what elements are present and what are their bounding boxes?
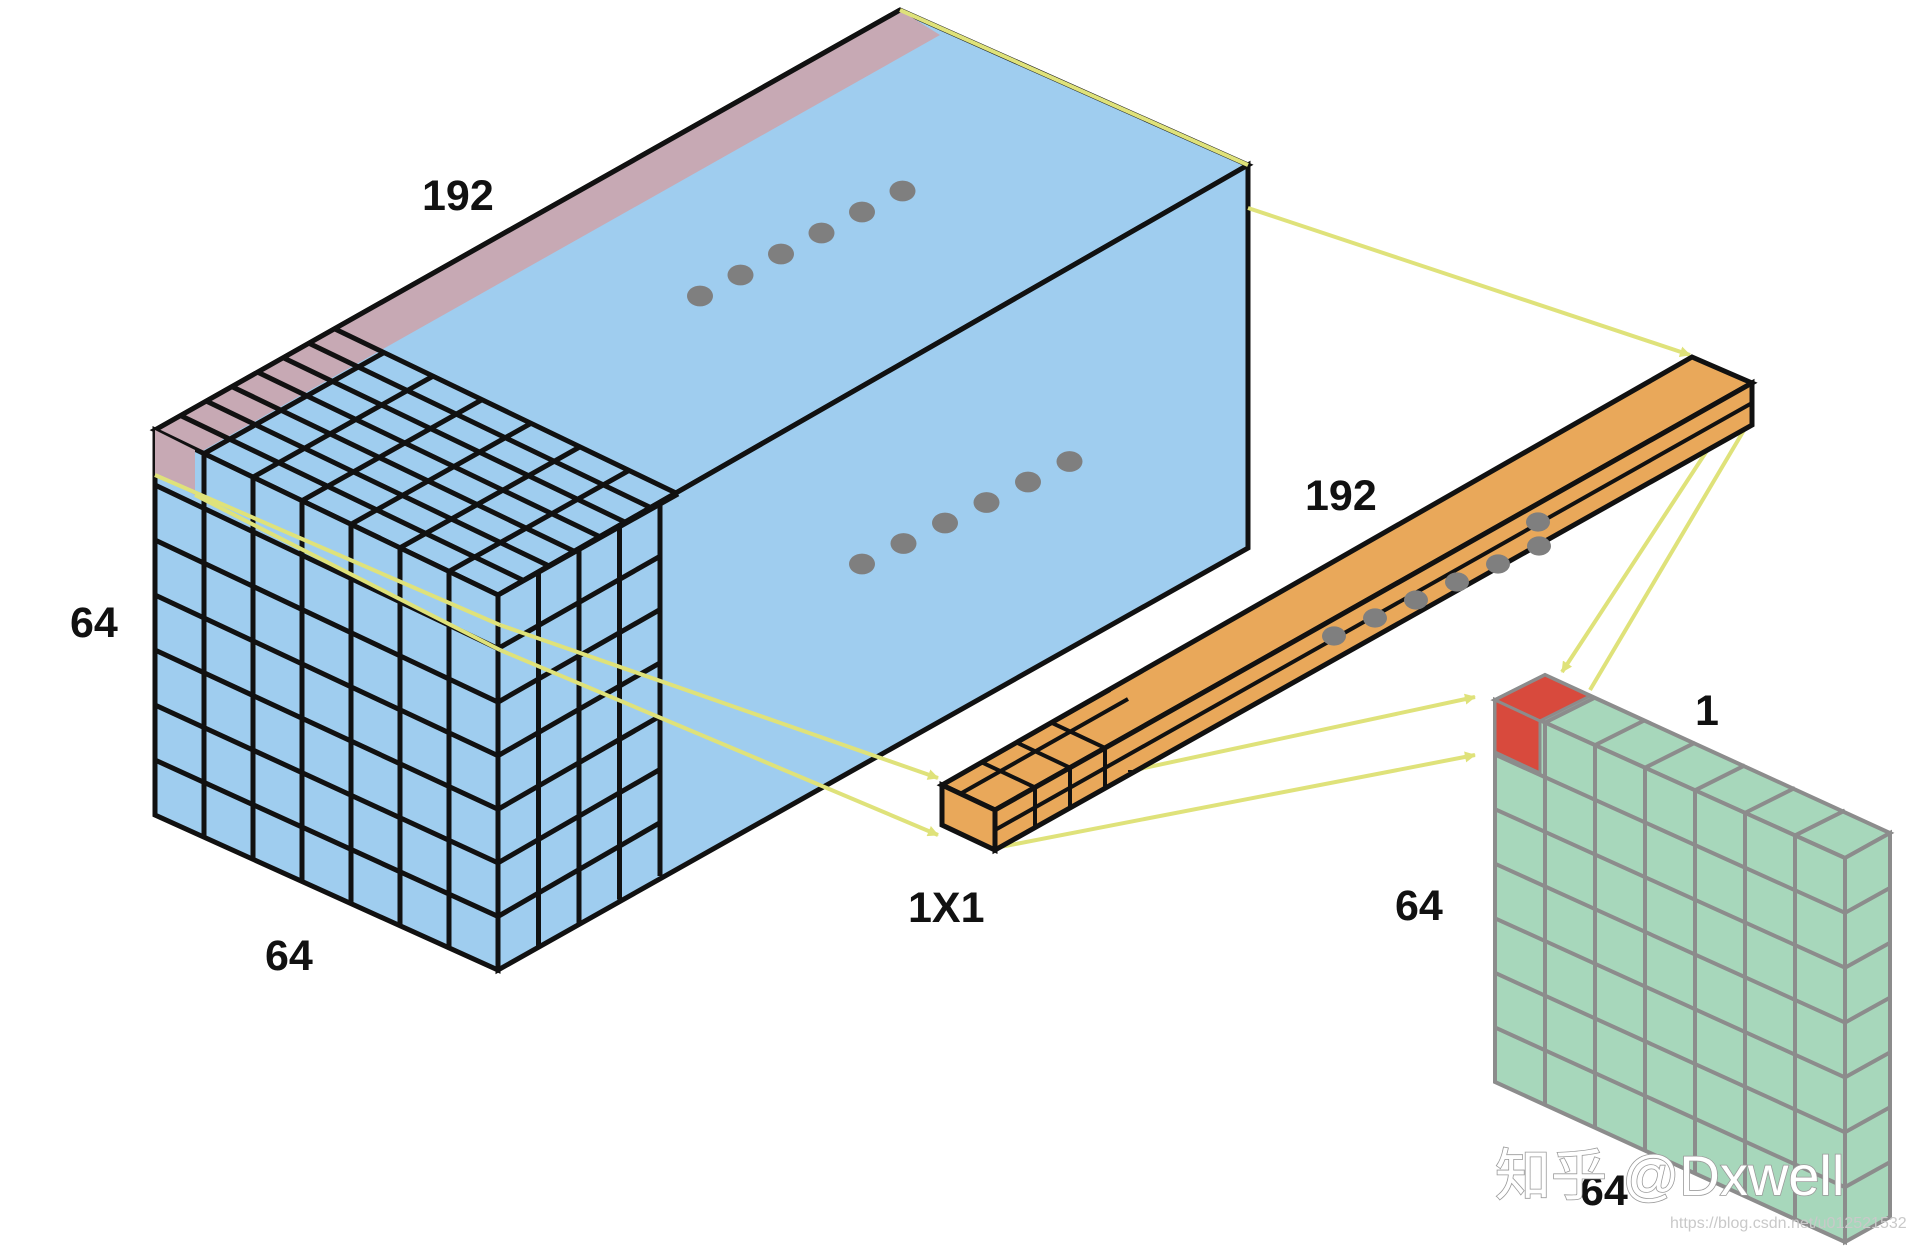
- grid-line: [1494, 1025, 1846, 1189]
- segment-line: [1051, 721, 1106, 750]
- input-front-face: [152, 426, 501, 974]
- grid-line: [1844, 995, 1891, 1025]
- grid-line: [1844, 1050, 1891, 1080]
- output-grid: [1494, 695, 1891, 1220]
- dot: [1527, 536, 1551, 556]
- kernel-size-label: 1X1: [908, 884, 985, 932]
- dot: [1056, 451, 1083, 472]
- dot: [727, 264, 754, 286]
- dot: [849, 201, 875, 223]
- grid-line: [1844, 1160, 1891, 1189]
- grid-line: [1494, 916, 1846, 1080]
- grid-line: [231, 384, 577, 554]
- arrow-to-kernel-front: [499, 623, 939, 780]
- grid-line: [1494, 861, 1846, 1025]
- grid-line: [349, 421, 533, 527]
- output-side-face: [1843, 829, 1892, 1246]
- output-map: [1490, 672, 1895, 1246]
- watermark-text: 知乎 @Dxwell: [1495, 1144, 1844, 1207]
- input-grid: [153, 326, 680, 948]
- grid-line: [282, 355, 628, 526]
- dot: [1526, 512, 1550, 532]
- dot: [1015, 471, 1041, 493]
- grid-line: [153, 647, 500, 812]
- grid-line: [153, 537, 500, 705]
- arrow-to-kernel-top: [1247, 206, 1691, 358]
- dot: [1445, 572, 1469, 592]
- output-height-label: 64: [1395, 882, 1443, 930]
- grid-line: [1594, 718, 1646, 747]
- dot: [1322, 626, 1346, 646]
- input-dots: [687, 180, 1083, 575]
- grid-line: [1794, 808, 1846, 838]
- input-volume: [149, 7, 1254, 975]
- arrow-to-output-2: [994, 751, 1476, 850]
- grid-line: [496, 491, 680, 598]
- dot: [808, 222, 835, 244]
- grid-line: [179, 413, 525, 583]
- dot: [1486, 554, 1510, 574]
- grid-line: [251, 373, 435, 480]
- watermark-url: https://blog.csdn.net/u012521532: [1670, 1215, 1906, 1232]
- grid-line: [153, 757, 500, 919]
- output-width-label: 64: [1580, 1167, 1628, 1215]
- grid-line: [153, 702, 500, 866]
- dot: [890, 533, 917, 554]
- grid-line: [333, 326, 680, 497]
- output-highlight-front: [1493, 697, 1542, 776]
- dot: [768, 243, 794, 265]
- grid-line: [308, 341, 654, 511]
- grid-line: [1844, 1105, 1891, 1135]
- dot: [687, 285, 713, 307]
- input-top-strip: [155, 10, 940, 455]
- grid-line: [1544, 695, 1596, 725]
- grid-line: [205, 398, 551, 569]
- grid-line: [398, 444, 582, 551]
- kernel-dots: [1322, 512, 1551, 646]
- segment-line: [959, 697, 1129, 796]
- grid-line: [1494, 752, 1846, 915]
- grid-line: [153, 592, 500, 758]
- dot: [932, 512, 958, 534]
- dot: [849, 553, 875, 575]
- dot: [973, 492, 1000, 513]
- grid-line: [1844, 886, 1891, 915]
- grid-line: [1694, 763, 1746, 793]
- dot: [889, 180, 916, 202]
- grid-line: [1844, 940, 1891, 970]
- segment-line: [941, 688, 1111, 787]
- grid-line: [447, 468, 631, 574]
- kernel-channels-label: 192: [1305, 472, 1377, 520]
- dot: [1363, 608, 1387, 628]
- grid-line: [300, 397, 484, 503]
- input-height-label: 64: [70, 599, 118, 647]
- input-channels-label: 192: [422, 172, 494, 220]
- output-channels-label: 1: [1695, 687, 1719, 735]
- kernel-1x1: [936, 354, 1758, 855]
- grid-line: [1744, 786, 1796, 815]
- grid-line: [1494, 971, 1846, 1135]
- segment-line: [981, 760, 1036, 790]
- segment-line: [1016, 740, 1071, 770]
- grid-line: [256, 370, 602, 540]
- arrow-to-kernel-bottom: [499, 648, 939, 837]
- input-width-label: 64: [265, 932, 313, 980]
- grid-line: [1644, 740, 1696, 770]
- dot: [1404, 590, 1428, 610]
- grid-line: [202, 350, 386, 456]
- grid-line: [1494, 807, 1846, 970]
